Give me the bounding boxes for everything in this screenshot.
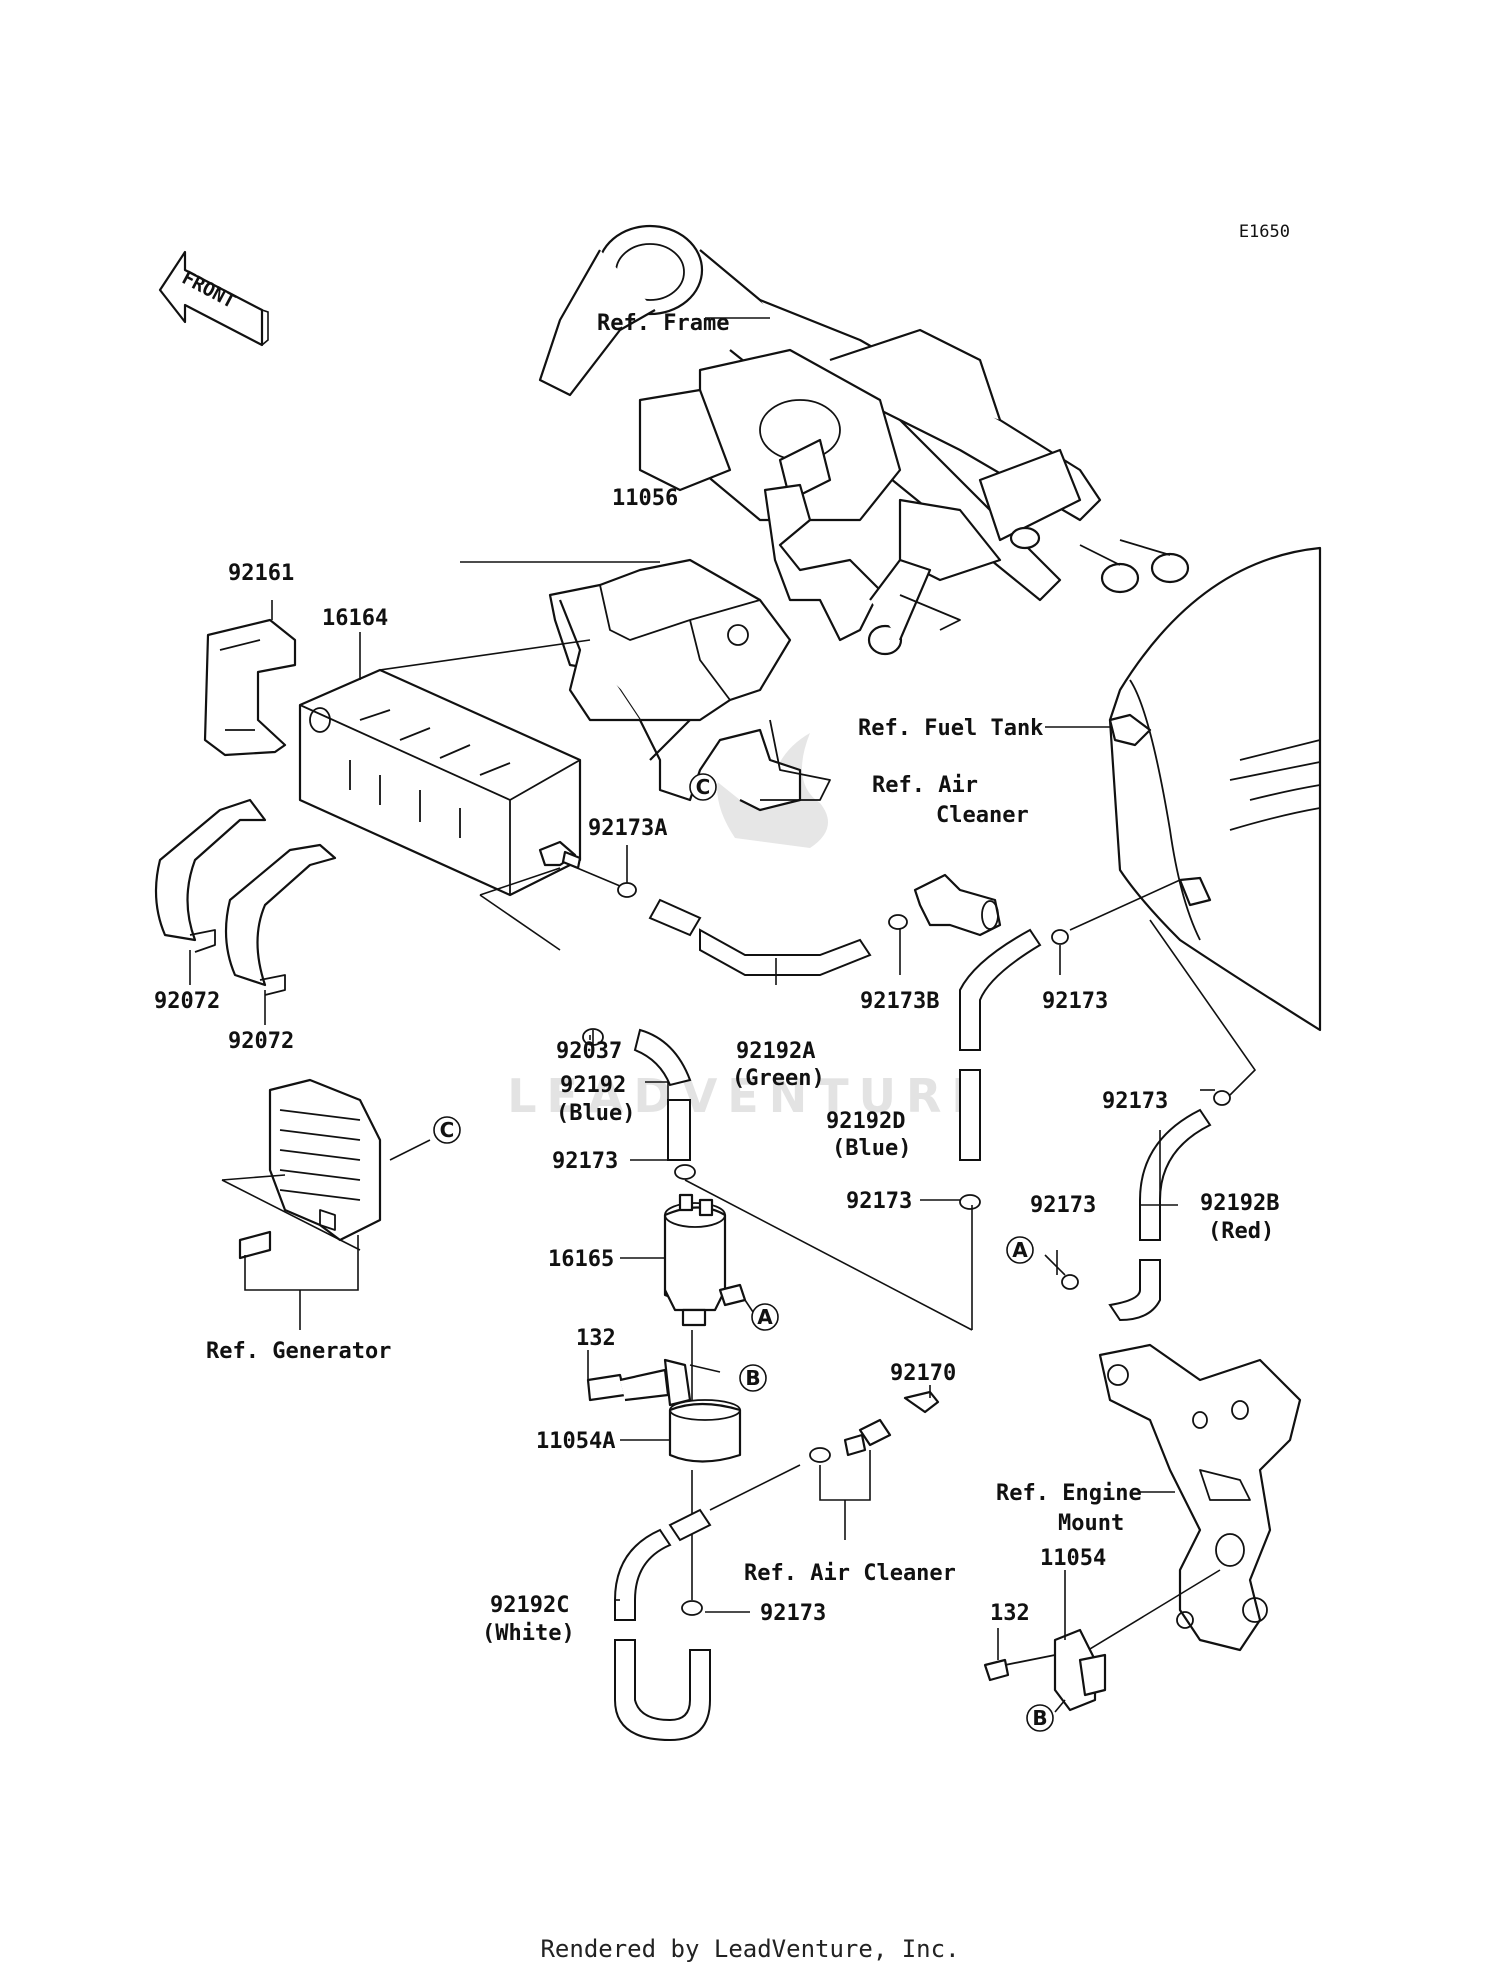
label-11054: 11054 — [1040, 1546, 1106, 1571]
hose-92192B — [1061, 1090, 1231, 1322]
label-92192: 92192 — [560, 1073, 626, 1098]
label-132-b: 132 — [990, 1601, 1030, 1626]
bracket-11054A — [586, 1358, 742, 1463]
label-92173-c2: 92173 — [846, 1189, 912, 1214]
bracket-11056 — [548, 558, 831, 812]
label-ref-engine-mount-1: Ref. Engine — [996, 1481, 1142, 1506]
svg-text:A: A — [1012, 1238, 1028, 1262]
label-green: (Green) — [732, 1066, 825, 1091]
footer-credit: Rendered by LeadVenture, Inc. — [540, 1935, 960, 1963]
hose-92192C — [614, 1508, 712, 1742]
label-92173-r2: 92173 — [1102, 1089, 1168, 1114]
label-16165: 16165 — [548, 1247, 614, 1272]
filter-16165 — [663, 1193, 747, 1327]
engine-mount-illustration — [1098, 1343, 1302, 1652]
label-92192C: 92192C — [490, 1593, 569, 1618]
label-11056: 11056 — [612, 486, 678, 511]
label-92173B: 92173B — [860, 989, 939, 1014]
label-red: (Red) — [1208, 1219, 1274, 1244]
label-ref-fuel-tank: Ref. Fuel Tank — [858, 716, 1043, 741]
label-92192A: 92192A — [736, 1039, 815, 1064]
canister-16164 — [298, 668, 582, 897]
callout-b-2: B — [1026, 1704, 1054, 1732]
watermark-text: LEADVENTURE — [507, 1069, 993, 1123]
label-92072-b: 92072 — [228, 1029, 294, 1054]
label-blue-2: (Blue) — [832, 1136, 911, 1161]
callout-c-2: C — [433, 1116, 461, 1144]
svg-text:C: C — [696, 775, 711, 799]
label-92161: 92161 — [228, 561, 294, 586]
hose-92192A — [617, 882, 872, 976]
label-ref-air-cleaner-top-1: Ref. Air — [872, 773, 978, 798]
frame-illustration — [538, 224, 1190, 656]
label-92037: 92037 — [556, 1039, 622, 1064]
label-92192D: 92192D — [826, 1109, 905, 1134]
label-11054A: 11054A — [536, 1429, 615, 1454]
label-92170: 92170 — [890, 1361, 956, 1386]
label-92173-r1: 92173 — [1042, 989, 1108, 1014]
label-blue-1: (Blue) — [556, 1101, 635, 1126]
cap-92161 — [203, 618, 297, 757]
front-arrow-icon: FRONT — [158, 250, 269, 347]
callout-a-1: A — [751, 1303, 779, 1331]
air-cleaner-fitting-top — [888, 873, 1002, 937]
svg-text:B: B — [1032, 1706, 1047, 1730]
label-92173A: 92173A — [588, 816, 667, 841]
diagram-code: E1650 — [1238, 222, 1290, 242]
label-92192B: 92192B — [1200, 1191, 1279, 1216]
label-132-a: 132 — [576, 1326, 616, 1351]
hose-92192D — [959, 928, 1042, 1210]
label-ref-air-cleaner-bottom: Ref. Air Cleaner — [744, 1561, 956, 1586]
label-white: (White) — [482, 1621, 575, 1646]
label-ref-generator: Ref. Generator — [206, 1339, 391, 1364]
svg-text:A: A — [757, 1305, 773, 1329]
callout-a-2: A — [1006, 1236, 1034, 1264]
label-92173-b: 92173 — [760, 1601, 826, 1626]
strap-92072-b — [224, 843, 337, 996]
callout-b-1: B — [739, 1364, 767, 1392]
bracket-11054 — [983, 1628, 1107, 1712]
watermark: LEADVENTURE — [507, 733, 993, 1123]
label-92173-c1: 92173 — [552, 1149, 618, 1174]
label-ref-frame: Ref. Frame — [597, 311, 729, 336]
fuel-tank-illustration — [1108, 546, 1322, 1032]
generator-illustration — [238, 1078, 382, 1260]
label-92072-a: 92072 — [154, 989, 220, 1014]
label-ref-air-cleaner-top-2: Cleaner — [936, 803, 1029, 828]
label-ref-engine-mount-2: Mount — [1058, 1511, 1124, 1536]
label-92173-c3: 92173 — [1030, 1193, 1096, 1218]
svg-text:B: B — [745, 1366, 760, 1390]
label-16164: 16164 — [322, 606, 388, 631]
callout-c-1: C — [689, 773, 717, 801]
svg-text:C: C — [440, 1118, 455, 1142]
hose-92192 — [582, 1028, 696, 1180]
strap-92072-a — [154, 798, 267, 953]
air-cleaner-fitting-bottom — [809, 1390, 940, 1463]
